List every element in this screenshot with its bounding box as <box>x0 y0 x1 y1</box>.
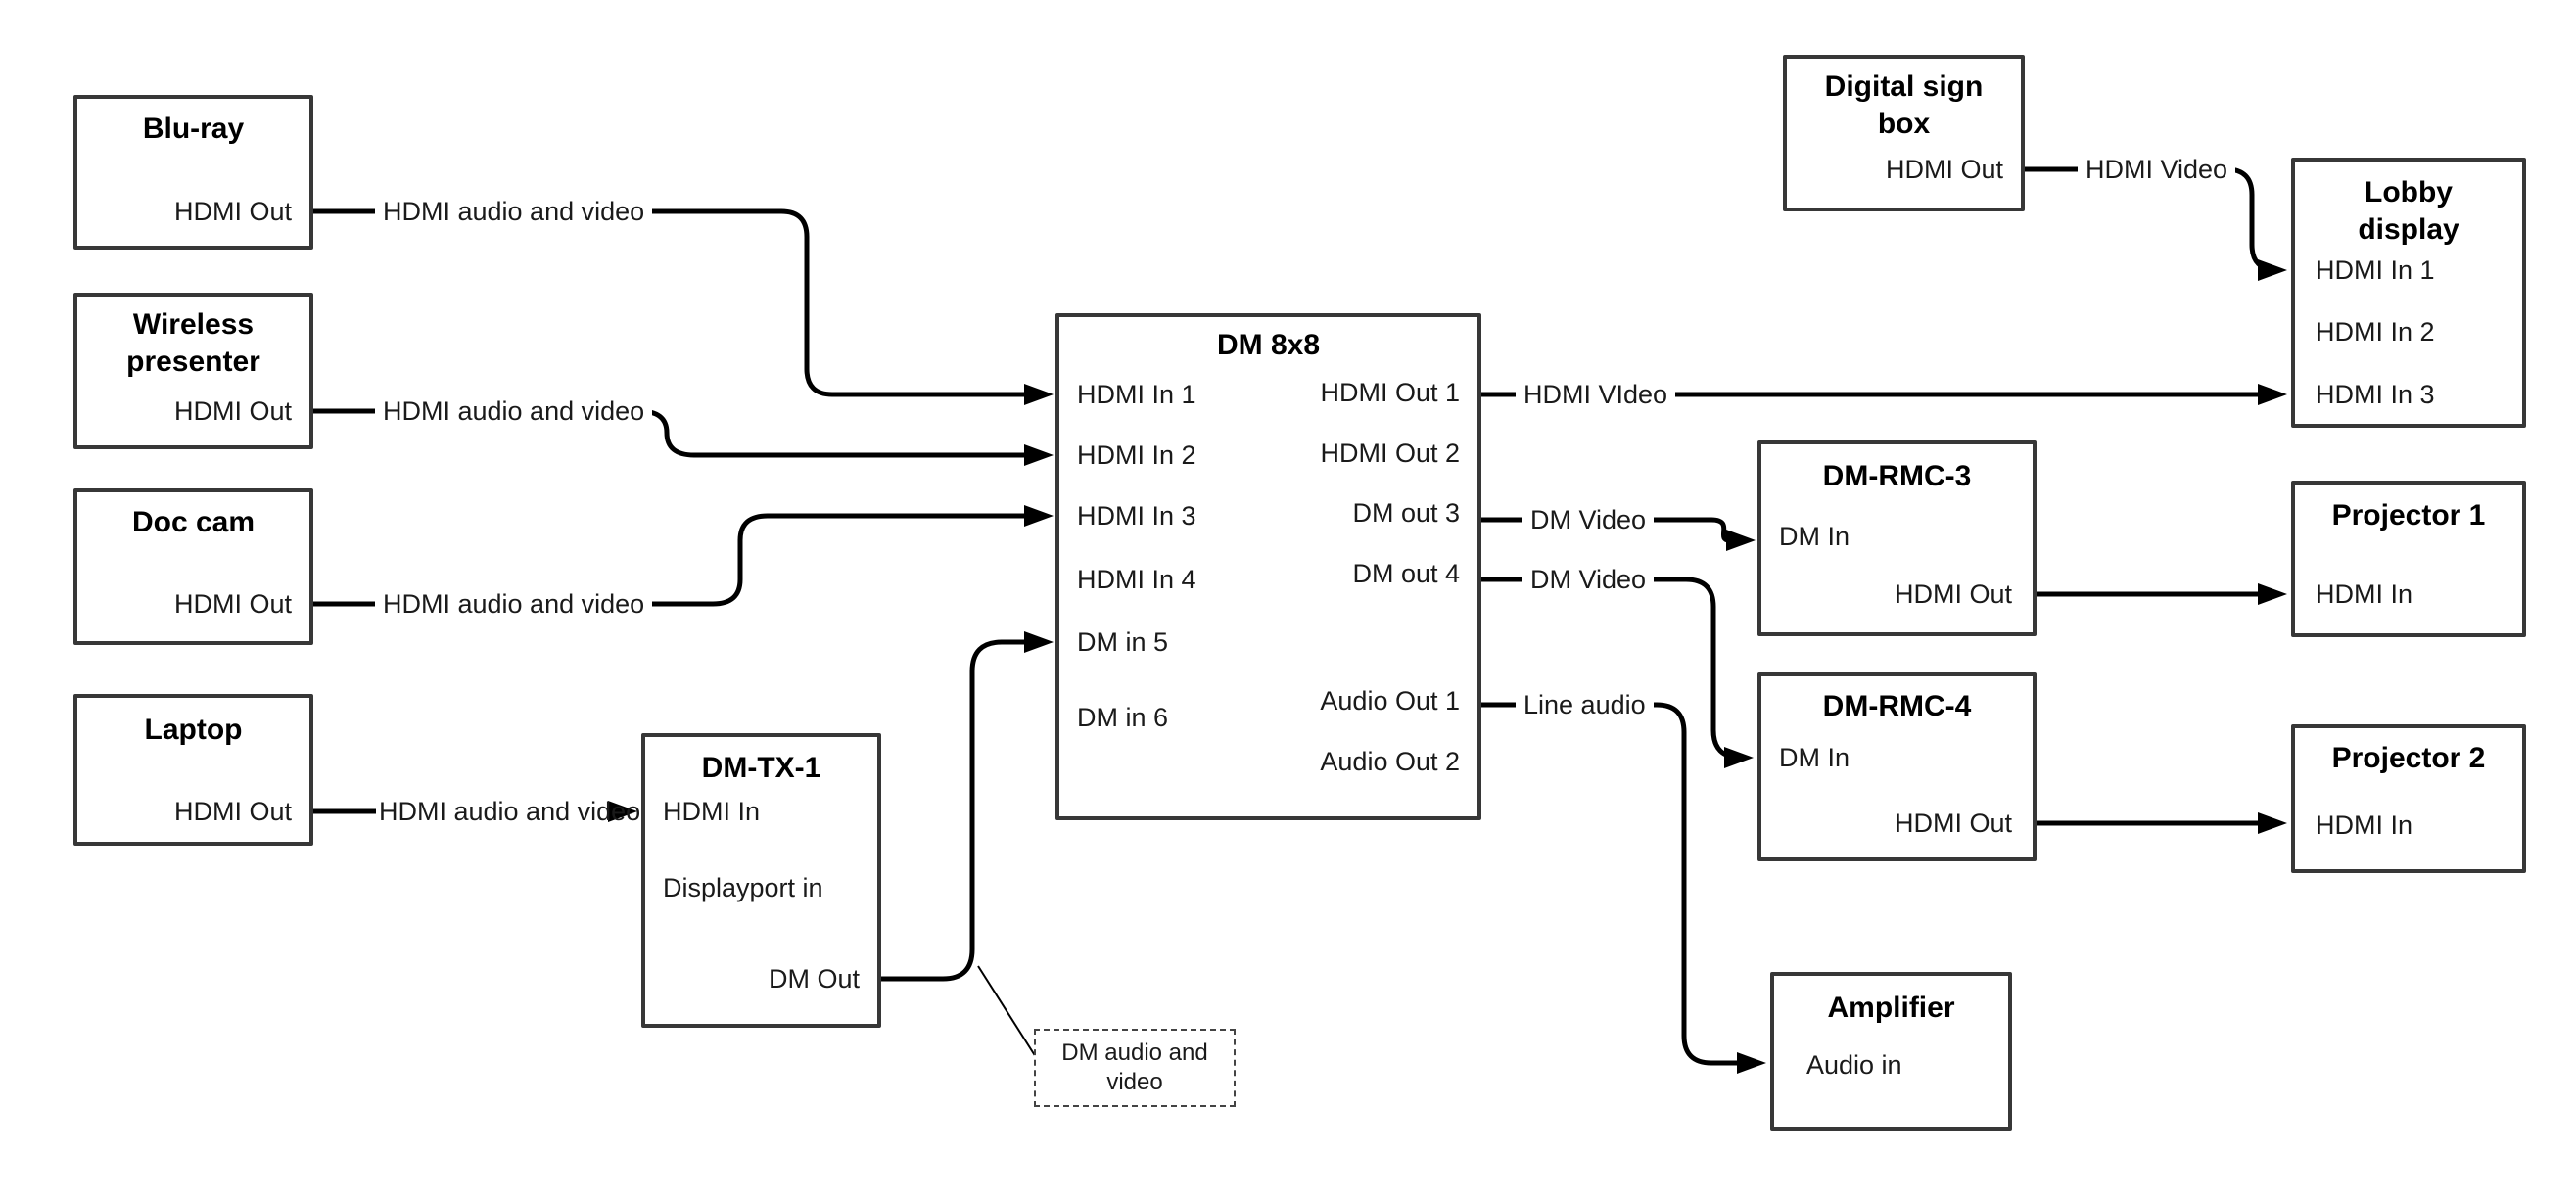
wireless-presenter-title: Wireless presenter <box>126 308 260 378</box>
dm8x8-port-hdmi-in-3: HDMI In 3 <box>1077 501 1196 531</box>
dm8x8-port-dm-out-4: DM out 4 <box>1352 559 1460 588</box>
dm8x8-port-hdmi-in-4: HDMI In 4 <box>1077 565 1196 594</box>
device-box-doc-cam <box>73 488 313 645</box>
laptop-port-hdmi-out: HDMI Out <box>173 797 292 826</box>
bluray-title: Blu-ray <box>142 113 245 145</box>
lobby-port-hdmi-in-3: HDMI In 3 <box>2316 380 2435 409</box>
device-box-projector2 <box>2291 724 2526 873</box>
wireless-presenter-port-hdmi-out: HDMI Out <box>173 396 292 426</box>
dm8x8-port-hdmi-out-2: HDMI Out 2 <box>1320 439 1460 468</box>
dm8x8-port-dm-in-5: DM in 5 <box>1077 627 1169 657</box>
edge-label-laptop-hdmi-av: HDMI audio and video <box>379 797 641 826</box>
lobby-display-title: Lobby display <box>2358 176 2459 246</box>
dm8x8-port-dm-in-6: DM in 6 <box>1077 703 1169 732</box>
dmrmc3-port-dm-in: DM In <box>1779 522 1850 551</box>
dm8x8-title: DM 8x8 <box>1216 329 1321 361</box>
edge-label-wireless-hdmi-av: HDMI audio and video <box>375 394 653 428</box>
callout-dm-audio-video: DM audio and video <box>1034 1029 1236 1107</box>
dm8x8-port-audio-out-2: Audio Out 2 <box>1320 747 1460 776</box>
projector2-port-hdmi-in: HDMI In <box>2316 810 2413 840</box>
edge-bluray-to-dm8x8 <box>313 208 1024 397</box>
dmtx1-title: DM-TX-1 <box>701 752 821 784</box>
bluray-port-hdmi-out: HDMI Out <box>173 197 292 226</box>
projector1-port-hdmi-in: HDMI In <box>2316 579 2413 609</box>
lobby-port-hdmi-in-1: HDMI In 1 <box>2316 255 2435 285</box>
amplifier-port-audio-in: Audio in <box>1806 1050 1902 1080</box>
device-box-dm8x8 <box>1055 313 1481 820</box>
device-box-amplifier <box>1770 972 2012 1131</box>
arrowhead-proj2-hdmi-in <box>2258 812 2287 834</box>
digital-sign-title: Digital sign box <box>1824 70 1984 140</box>
arrowhead-lobby-in1 <box>2258 259 2287 281</box>
device-box-lobby-display <box>2291 158 2526 428</box>
edge-dm8x8-to-dmrmc4 <box>1481 577 1742 761</box>
dm8x8-port-dm-out-3: DM out 3 <box>1352 498 1460 528</box>
dmtx1-port-hdmi-in: HDMI In <box>663 797 761 826</box>
edge-dm8x8-to-amplifier <box>1481 702 1739 1066</box>
edge-dm8x8-to-dmrmc3 <box>1481 517 1730 543</box>
edge-label-hdmi-video-out1: HDMI VIdeo <box>1516 378 1676 411</box>
lobby-port-hdmi-in-2: HDMI In 2 <box>2316 317 2435 346</box>
arrowhead-dm8x8-in3 <box>1024 505 1054 527</box>
dmrmc4-title: DM-RMC-4 <box>1822 690 1972 722</box>
dm8x8-port-hdmi-in-2: HDMI In 2 <box>1077 440 1196 470</box>
arrowhead-amplifier-audio-in <box>1737 1052 1766 1074</box>
arrowhead-dmtx1-hdmi-in <box>608 801 637 822</box>
arrowhead-lobby-in3 <box>2258 384 2287 405</box>
device-box-digital-sign <box>1783 55 2025 211</box>
dmrmc3-port-hdmi-out: HDMI Out <box>1894 579 2012 609</box>
digital-sign-port-hdmi-out: HDMI Out <box>1885 155 2003 184</box>
edge-doccam-to-dm8x8 <box>313 513 1024 607</box>
doc-cam-title: Doc cam <box>131 506 256 538</box>
callout-leader-line <box>977 965 1037 1058</box>
dm8x8-port-audio-out-1: Audio Out 1 <box>1320 686 1460 716</box>
amplifier-title: Amplifier <box>1827 992 1955 1024</box>
arrowhead-dm8x8-in2 <box>1024 444 1054 466</box>
arrowhead-dmrmc3-dm-in <box>1726 530 1756 551</box>
device-box-bluray <box>73 95 313 250</box>
edge-label-dm-video-out3: DM Video <box>1522 503 1655 536</box>
dm8x8-port-hdmi-in-1: HDMI In 1 <box>1077 380 1196 409</box>
dmtx1-port-dm-out: DM Out <box>768 964 860 993</box>
arrowhead-dm8x8-in1 <box>1024 384 1054 405</box>
device-box-projector1 <box>2291 481 2526 637</box>
device-box-laptop <box>73 694 313 846</box>
edge-label-line-audio: Line audio <box>1516 688 1654 721</box>
device-box-dmrmc3 <box>1757 440 2037 636</box>
arrowhead-dm8x8-in5 <box>1024 631 1054 653</box>
dmtx1-port-displayport-in: Displayport in <box>663 873 823 902</box>
device-box-wireless-presenter <box>73 293 313 449</box>
arrowhead-proj1-hdmi-in <box>2258 583 2287 605</box>
device-box-dmtx1 <box>641 733 881 1028</box>
edge-label-dm-video-out4: DM Video <box>1522 563 1655 596</box>
doc-cam-port-hdmi-out: HDMI Out <box>173 589 292 619</box>
arrowhead-dmrmc4-dm-in <box>1724 747 1754 768</box>
projector2-title: Projector 2 <box>2331 742 2486 774</box>
edge-label-doccam-hdmi-av: HDMI audio and video <box>375 587 653 621</box>
device-box-dmrmc4 <box>1757 672 2037 861</box>
edge-label-bluray-hdmi-av: HDMI audio and video <box>375 195 653 228</box>
laptop-title: Laptop <box>144 714 243 746</box>
dmrmc4-port-hdmi-out: HDMI Out <box>1894 808 2012 838</box>
projector1-title: Projector 1 <box>2331 499 2486 531</box>
dm8x8-port-hdmi-out-1: HDMI Out 1 <box>1320 378 1460 407</box>
edge-label-digitalsign-hdmi-video: HDMI Video <box>2078 153 2236 186</box>
edge-dmtx1-to-dm8x8 <box>881 639 1024 982</box>
dmrmc4-port-dm-in: DM In <box>1779 743 1850 772</box>
dmrmc3-title: DM-RMC-3 <box>1822 460 1972 492</box>
